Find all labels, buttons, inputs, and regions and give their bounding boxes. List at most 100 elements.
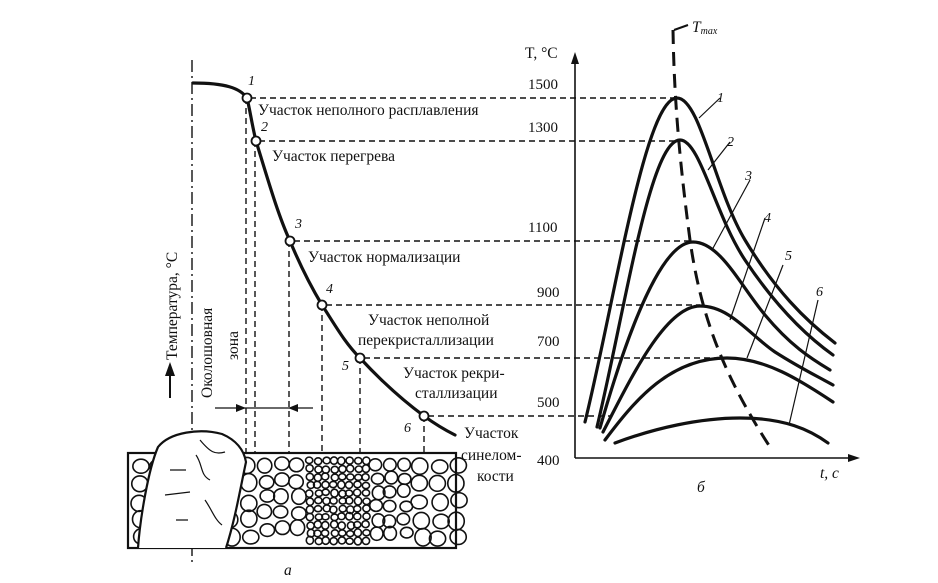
grain: [328, 505, 338, 515]
grain: [256, 503, 273, 520]
grain: [258, 474, 275, 490]
grain: [382, 514, 397, 529]
grain: [329, 519, 339, 529]
grain: [330, 513, 339, 522]
grain: [361, 519, 370, 529]
tmax-leader: [673, 24, 689, 31]
thermal-cycle-1: [583, 96, 837, 424]
grain: [305, 497, 315, 507]
grain: [313, 496, 323, 505]
grain: [321, 465, 331, 474]
tmax-label: Tmax: [692, 19, 718, 37]
caption-a: а: [284, 562, 292, 579]
grain: [321, 488, 331, 497]
grain: [321, 536, 331, 546]
point-number: 3: [294, 217, 302, 232]
grain: [382, 499, 397, 513]
grain: [330, 488, 339, 498]
grain: [362, 528, 371, 537]
grain: [370, 472, 385, 485]
curve-number: 5: [785, 249, 792, 264]
grain: [304, 489, 314, 499]
curve-number: 3: [744, 169, 752, 184]
grain: [382, 485, 397, 499]
grain: [346, 521, 356, 531]
grain: [329, 456, 339, 465]
grain: [305, 535, 315, 546]
zone-label-1: Околошовная: [199, 308, 216, 398]
grain: [352, 504, 362, 513]
grain: [322, 496, 331, 506]
grain: [289, 519, 306, 537]
grain: [337, 536, 347, 545]
grain: [397, 472, 412, 486]
y-axis-label: T, °C: [525, 45, 558, 62]
grain: [345, 473, 355, 481]
grain: [345, 464, 355, 473]
max-temperature-curve: [191, 81, 457, 437]
grain: [384, 470, 399, 485]
zone-recrystallization-1: Участок рекри-: [403, 365, 505, 382]
curve-point-marker: [241, 92, 253, 104]
grain: [313, 504, 323, 513]
zone-incomplete-melting: Участок неполного расплавления: [258, 102, 479, 119]
grain: [306, 521, 315, 531]
grain: [345, 529, 355, 538]
grain: [304, 456, 314, 465]
grain: [313, 520, 323, 529]
tick-label: 1500: [528, 77, 558, 93]
grain: [449, 528, 468, 546]
zone-recrystallization-2: сталлизации: [415, 385, 498, 402]
thermal-cycle-3: [598, 240, 832, 430]
grain: [353, 496, 363, 506]
grain: [305, 505, 315, 515]
x-axis-arrow-icon: [848, 454, 860, 462]
curve-point-marker: [316, 299, 328, 311]
curve-number: 2: [727, 135, 734, 150]
tick-label: 1300: [528, 120, 558, 136]
grain: [362, 512, 371, 521]
grain: [352, 488, 362, 497]
grain: [272, 487, 289, 505]
grain: [330, 465, 340, 474]
curve-number: 4: [764, 211, 771, 226]
weld-cross-section: [126, 430, 468, 550]
zone-label-2: зона: [225, 331, 242, 360]
grain: [320, 520, 330, 531]
grain: [259, 523, 276, 538]
grain: [305, 512, 315, 522]
tick-label: 1100: [528, 220, 557, 236]
grain: [428, 530, 447, 547]
grain: [322, 456, 332, 465]
grain: [396, 483, 411, 498]
tick-label: 700: [537, 334, 560, 350]
point-number: 1: [248, 74, 255, 89]
grain: [338, 504, 348, 513]
grain: [352, 512, 362, 521]
grain: [259, 489, 276, 503]
grain: [369, 526, 384, 542]
zone-incomplete-recryst-2: перекристаллизации: [358, 332, 494, 349]
grain: [272, 505, 289, 519]
curve-number: 1: [717, 91, 724, 106]
grain: [399, 526, 414, 539]
thermal-cycle-4: [601, 304, 835, 434]
grain: [330, 529, 340, 538]
grain: [314, 465, 323, 474]
grain: [273, 472, 290, 488]
grain: [329, 496, 338, 505]
grain: [354, 465, 364, 474]
grain: [290, 506, 307, 521]
grain: [320, 472, 330, 481]
grain: [273, 456, 290, 471]
grain: [306, 480, 316, 490]
point-number: 6: [404, 421, 411, 436]
tick-label: 900: [537, 285, 560, 301]
grain: [414, 527, 432, 547]
panel-b: T, °C t, c 1500 1300 1100 900 700 500 40…: [525, 19, 860, 496]
curve-leaders: [698, 97, 819, 426]
grain: [256, 457, 273, 474]
zone-blue-brittleness-1: Участок: [464, 425, 519, 442]
grain: [345, 537, 355, 546]
